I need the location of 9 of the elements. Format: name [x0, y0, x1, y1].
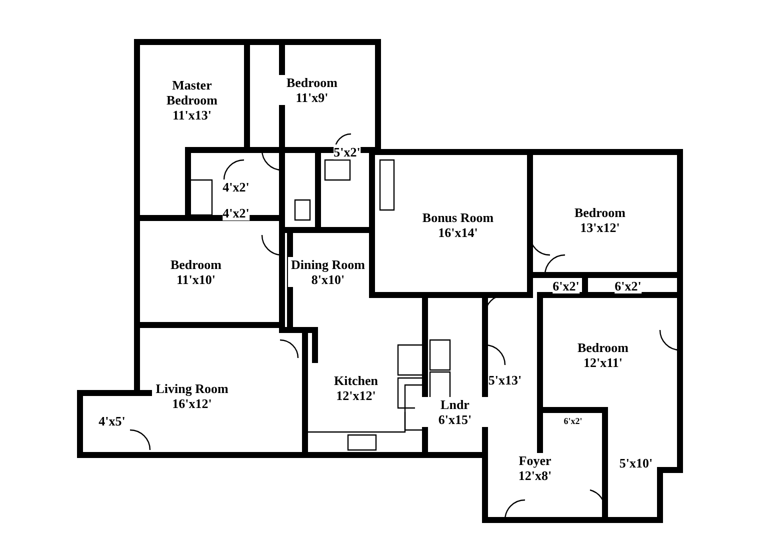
room-dimensions: 6'x2': [614, 278, 642, 294]
room-dimensions: 4'x2': [222, 180, 250, 194]
room-dimensions: 6'x2': [552, 278, 580, 294]
room-dimensions: 4'x2': [222, 206, 250, 220]
room-dimensions: 5'x2': [334, 144, 360, 160]
room-dimensions: 5'x10': [619, 456, 653, 470]
room-dimensions: 5'x13': [488, 372, 522, 388]
room-name: Dining Room: [288, 257, 368, 272]
room-dimensions: 6'x2': [564, 416, 582, 426]
